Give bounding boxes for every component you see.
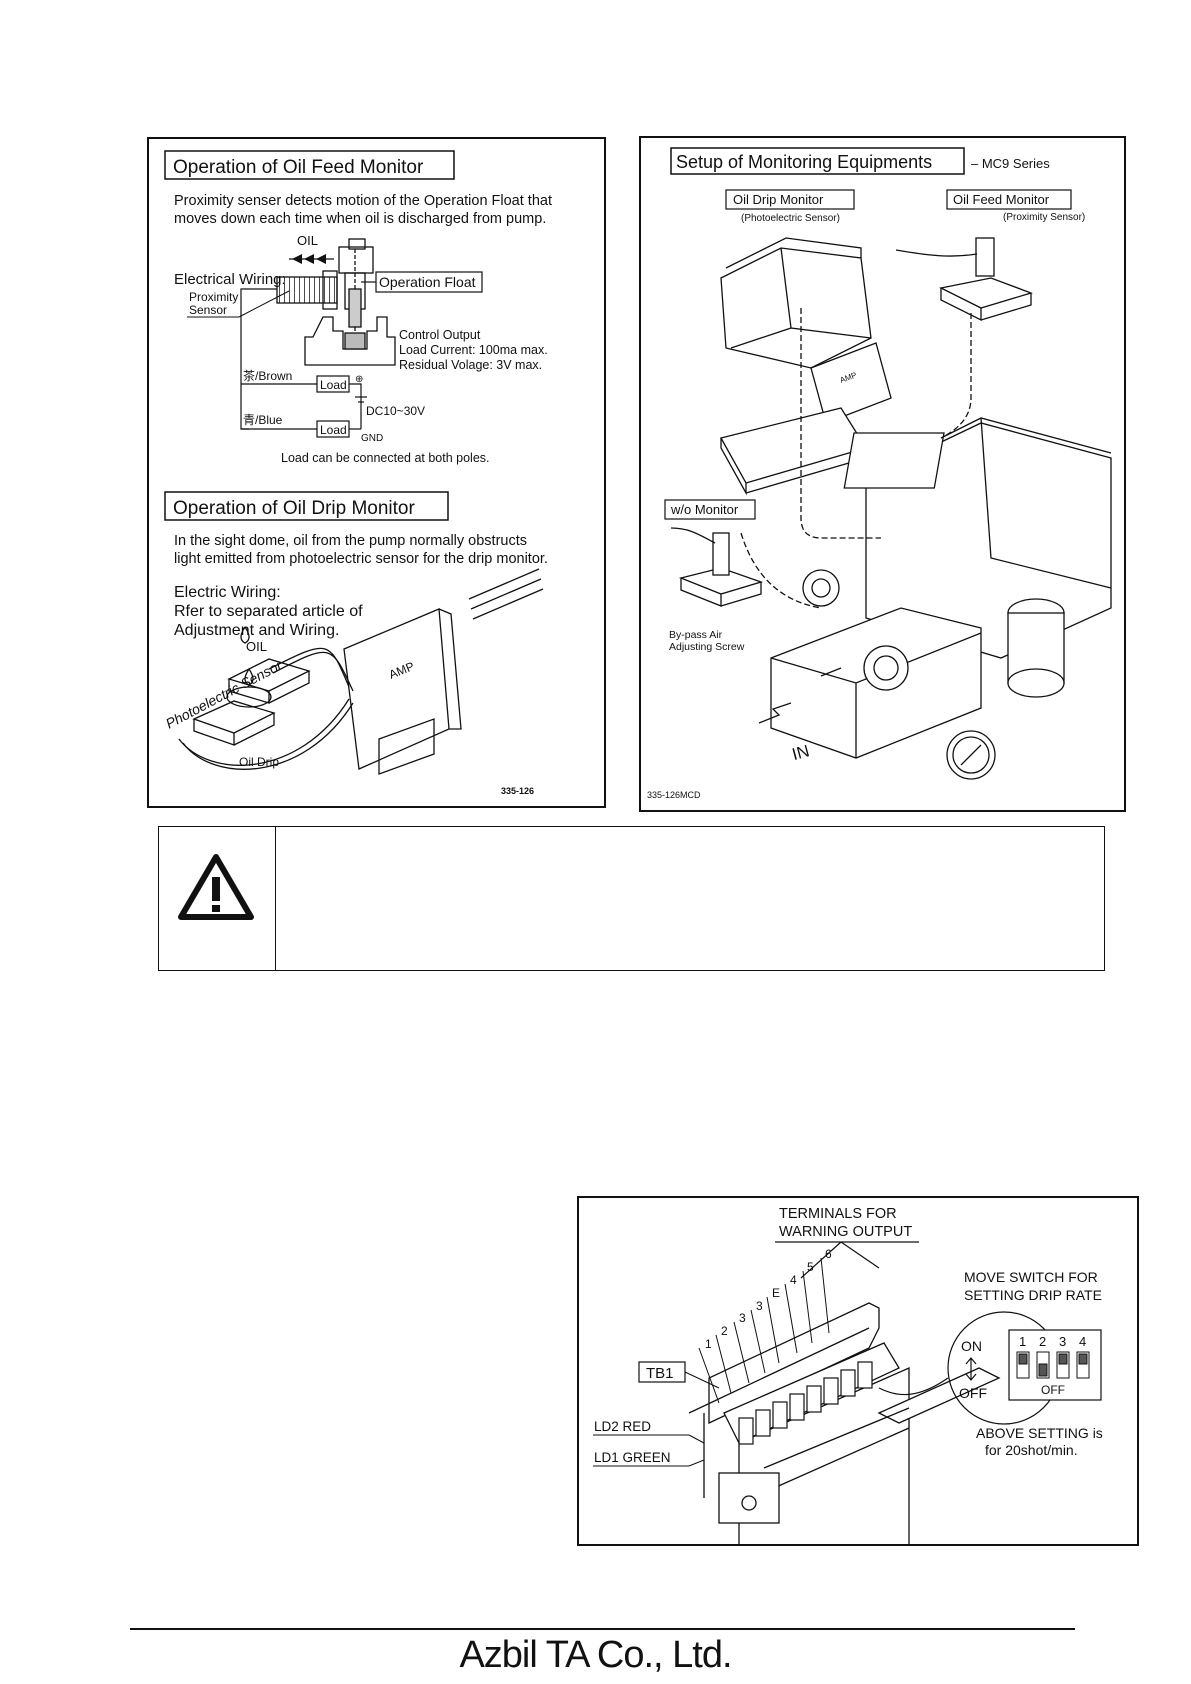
on-off-arrow-icon [965,1357,977,1381]
drip-title: Operation of Oil Drip Monitor [173,498,415,519]
switch-number: 1 [1019,1334,1026,1349]
setup-figure: Setup of Monitoring Equipments – MC9 Ser… [647,147,1112,800]
caution-icon-cell [159,827,276,970]
proximity-label-2: Sensor [189,303,227,317]
terminal-number: 6 [825,1247,832,1261]
tb1-label: TB1 [646,1365,674,1382]
terminal-number: 3 [756,1299,763,1313]
terminal-panel: TERMINALS FOR WARNING OUTPUT 1 2 3 3 E 4… [577,1196,1139,1546]
load-current: Load Current: 100ma max. [399,343,548,357]
ld1-label: LD1 GREEN [594,1450,671,1465]
gnd-label: GND [361,433,383,444]
setup-equipment-drawing: AMP [670,237,1112,780]
oil-monitor-operation-panel: Operation of Oil Feed Monitor Proximity … [147,137,606,808]
drip-title-box [164,491,449,521]
feed-desc-line1: Proximity senser detects motion of the O… [174,193,552,209]
dip-off-label: OFF [1041,1383,1065,1397]
oil-feed-monitor-label: Oil Feed Monitor [953,192,1050,207]
operation-float-label: Operation Float [379,274,476,290]
proximity-label-1: Proximity [189,290,238,304]
above-setting-2: for 20shot/min. [985,1442,1078,1458]
terminals-title-2: WARNING OUTPUT [779,1224,912,1240]
oil-monitor-figure: Operation of Oil Feed Monitor Proximity … [163,150,552,796]
drip-fig-number: 335-126 [501,786,534,796]
drip-wiring-line1: Electric Wiring: [174,584,281,601]
load-box-2: Load [320,423,347,437]
off-label: OFF [959,1385,987,1401]
terminals-title-1: TERMINALS FOR [779,1206,897,1222]
setup-series: – MC9 Series [971,156,1050,171]
feed-desc-line2: moves down each time when oil is dischar… [174,211,546,227]
terminal-number: 1 [705,1337,712,1351]
drip-sensor-type: (Photoelectric Sensor) [741,213,840,224]
footer-brand: Azbil TA Co., Ltd. [459,1634,732,1676]
warning-triangle-icon [178,854,254,920]
switch-number: 2 [1039,1334,1046,1349]
terminal-number: 2 [721,1324,728,1338]
footer-rule [130,1628,1075,1630]
setup-title: Setup of Monitoring Equipments [676,152,932,172]
on-label: ON [961,1338,982,1354]
drip-oil-label: OIL [246,639,267,654]
setup-monitoring-panel: Setup of Monitoring Equipments – MC9 Ser… [639,136,1126,812]
drip-sensor-drawing [178,568,544,775]
terminal-number: E [772,1286,780,1300]
drip-desc-line2: light emitted from photoelectric sensor … [174,551,548,567]
load-box-1: Load [320,378,347,392]
wo-monitor-label: w/o Monitor [670,502,739,517]
drip-wiring-line2: Rfer to separated article of [174,603,363,620]
drip-wiring-line3: Adjustment and Wiring. [174,622,339,639]
feed-sensor-type: (Proximity Sensor) [1003,212,1085,223]
feed-title-box [164,150,455,180]
operation-float-drawing [276,238,396,366]
plus-symbol: ⊕ [355,374,363,385]
feed-title: Operation of Oil Feed Monitor [173,157,424,178]
residual-voltage: Residual Volage: 3V max. [399,358,542,372]
move-switch-2: SETTING DRIP RATE [964,1287,1102,1303]
ld2-label: LD2 RED [594,1419,651,1434]
terminal-figure: TERMINALS FOR WARNING OUTPUT 1 2 3 3 E 4… [593,1206,1103,1544]
dip-switches [1016,1351,1090,1379]
oil-drip-label: Oil Drip [239,755,279,769]
terminal-number: 5 [807,1260,814,1274]
move-switch-1: MOVE SWITCH FOR [964,1269,1098,1285]
feed-oil-label: OIL [297,233,318,248]
control-output: Control Output [399,328,481,342]
brown-wire-label: 茶/Brown [243,368,292,383]
terminal-number: 4 [790,1273,797,1287]
load-note: Load can be connected at both poles. [281,451,490,465]
drip-desc-line1: In the sight dome, oil from the pump nor… [174,533,527,549]
switch-number: 4 [1079,1334,1086,1349]
wiring-lines [240,288,367,438]
bypass-label-1: By-pass Air [669,629,723,641]
electrical-wiring-label: Electrical Wiring: [174,271,286,288]
setup-fig-number: 335-126MCD [647,790,701,800]
switch-number: 3 [1059,1334,1066,1349]
blue-wire-label: 青/Blue [243,413,283,427]
in-port-label: IN [790,741,811,764]
dc-voltage: DC10~30V [366,404,425,418]
oil-drip-monitor-label: Oil Drip Monitor [733,192,824,207]
terminal-number-group: 1 2 3 3 E 4 5 6 [705,1247,832,1351]
terminal-number: 3 [739,1311,746,1325]
terminal-block-drawing [688,1257,1001,1544]
terminal-screws [738,1361,873,1445]
caution-box [158,826,1105,971]
above-setting-1: ABOVE SETTING is [976,1425,1103,1441]
bypass-label-2: Adjusting Screw [669,641,745,653]
